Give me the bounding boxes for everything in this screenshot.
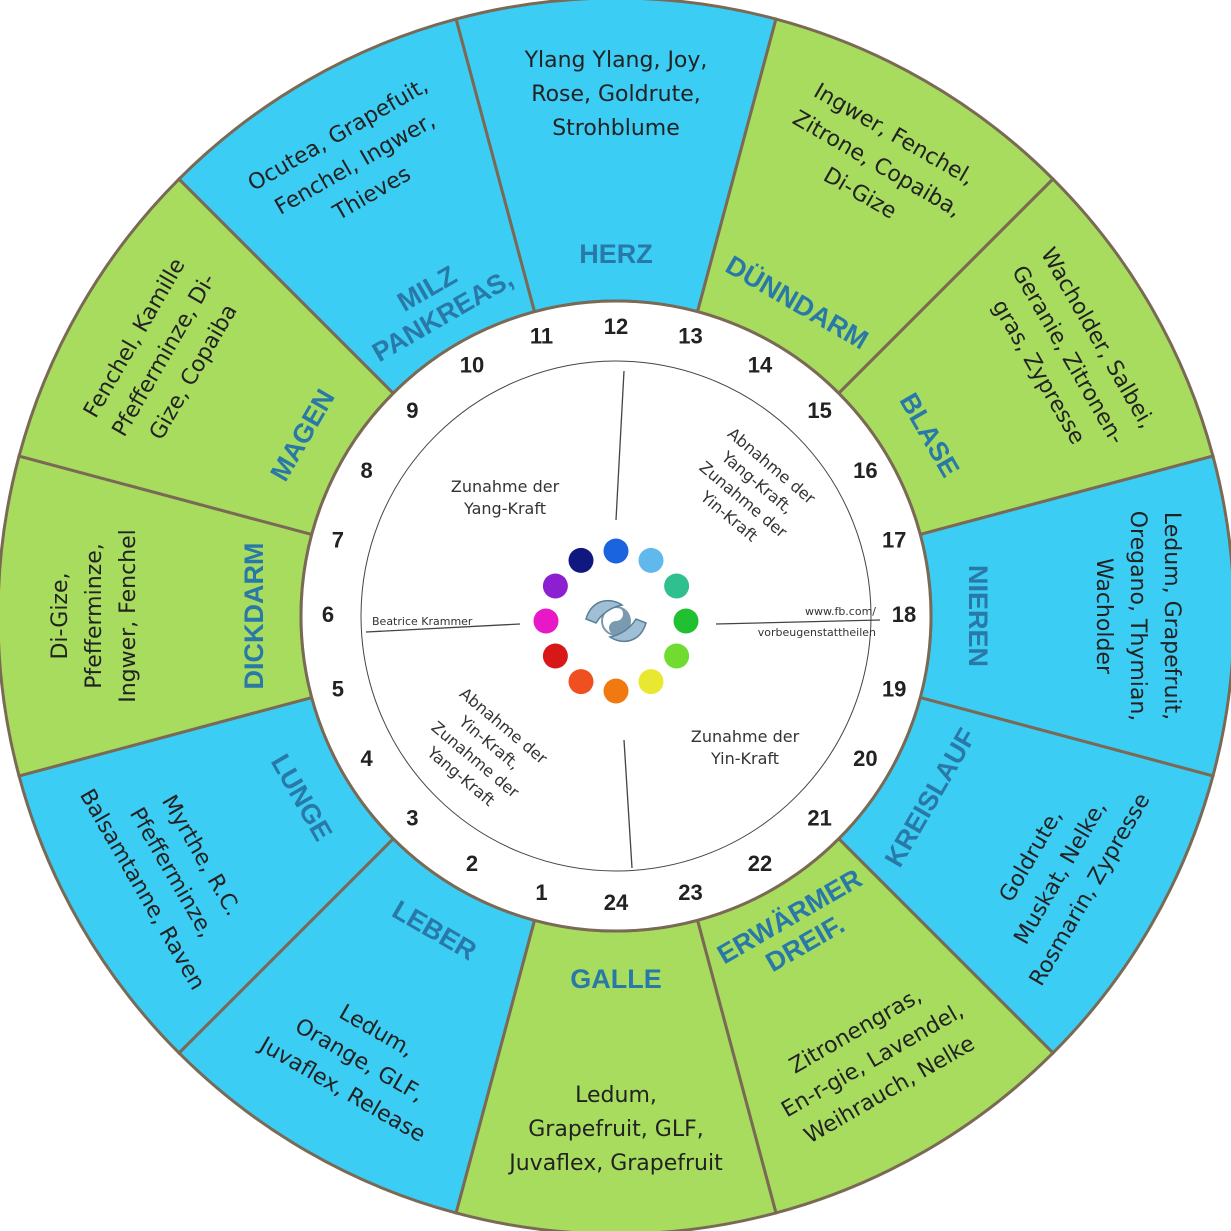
hour-23: 23 [678, 880, 702, 905]
oil-list-line: Strohblume [552, 116, 680, 141]
color-dot [638, 547, 664, 573]
hour-11: 11 [530, 324, 553, 349]
hour-13: 13 [678, 324, 702, 349]
hour-19: 19 [882, 676, 906, 701]
hour-20: 20 [853, 746, 877, 771]
color-dot [542, 643, 568, 669]
oil-list-line: Wacholder [1091, 558, 1116, 675]
color-dot [638, 669, 664, 695]
color-dot [664, 643, 690, 669]
hour-5: 5 [332, 676, 344, 701]
hour-21: 21 [807, 805, 831, 830]
hour-4: 4 [360, 746, 373, 771]
yin-yang-fish-icon [585, 599, 647, 643]
organ-label: HERZ [579, 239, 653, 269]
oil-list-line: Ingwer, Fenchel [116, 529, 141, 703]
oil-list-line: Ledum, [575, 1083, 657, 1108]
oil-list-line: Pfefferminze, [82, 543, 107, 688]
color-dot [568, 669, 594, 695]
hour-14: 14 [748, 352, 773, 377]
divider-top [615, 370, 625, 521]
hour-2: 2 [466, 851, 478, 876]
hour-7: 7 [332, 527, 344, 552]
hour-16: 16 [853, 458, 877, 483]
credit-left: Beatrice Krammer [372, 615, 473, 628]
hour-9: 9 [406, 398, 418, 423]
color-dot [603, 538, 629, 564]
oil-list-line: Rose, Goldrute, [531, 82, 700, 107]
oil-list-line: Oregano, Thymian, [1125, 511, 1150, 722]
hour-1: 1 [535, 880, 547, 905]
color-dot [533, 608, 559, 634]
color-dot [542, 573, 568, 599]
hour-17: 17 [882, 527, 906, 552]
quadrant-dividers [365, 370, 881, 869]
hour-24: 24 [604, 890, 629, 915]
color-dot [664, 573, 690, 599]
hour-18: 18 [892, 602, 916, 627]
oil-list-line: Ledum, Grapefruit, [1159, 512, 1184, 720]
color-dot [673, 608, 699, 634]
oil-list-line: Grapefruit, GLF, [528, 1117, 703, 1142]
segment-dickdarm: DICKDARM Di-Gize, Pfefferminze, Ingwer, Fen… [0, 454, 314, 778]
oil-list-line: Di-Gize, [48, 572, 73, 659]
hour-10: 10 [460, 352, 484, 377]
organ-label: GALLE [570, 964, 662, 994]
color-dot-ring [533, 538, 699, 704]
oil-list-line: Juvaflex, Grapefruit [507, 1151, 723, 1176]
hour-12: 12 [604, 314, 628, 339]
organ-label: NIEREN [963, 565, 993, 667]
color-dot [568, 547, 594, 573]
hour-6: 6 [322, 602, 334, 627]
credit-right-line1: www.fb.com/ [805, 605, 876, 618]
credits: Beatrice Krammer www.fb.com/ vorbeugenst… [372, 605, 876, 639]
hour-15: 15 [807, 398, 831, 423]
hour-22: 22 [748, 851, 772, 876]
color-dot [603, 678, 629, 704]
hour-3: 3 [406, 805, 418, 830]
segment-herz: HERZ Ylang Ylang, Joy, Rose, Goldrute, Stro… [454, 0, 778, 314]
oil-list-line: Ylang Ylang, Joy, [524, 48, 708, 73]
hour-8: 8 [360, 458, 372, 483]
credit-right-line2: vorbeugenstattheilen [758, 626, 876, 639]
divider-right [715, 619, 881, 625]
organ-label: DICKDARM [239, 543, 269, 690]
divider-bottom [623, 739, 633, 869]
divider-left [365, 623, 521, 633]
